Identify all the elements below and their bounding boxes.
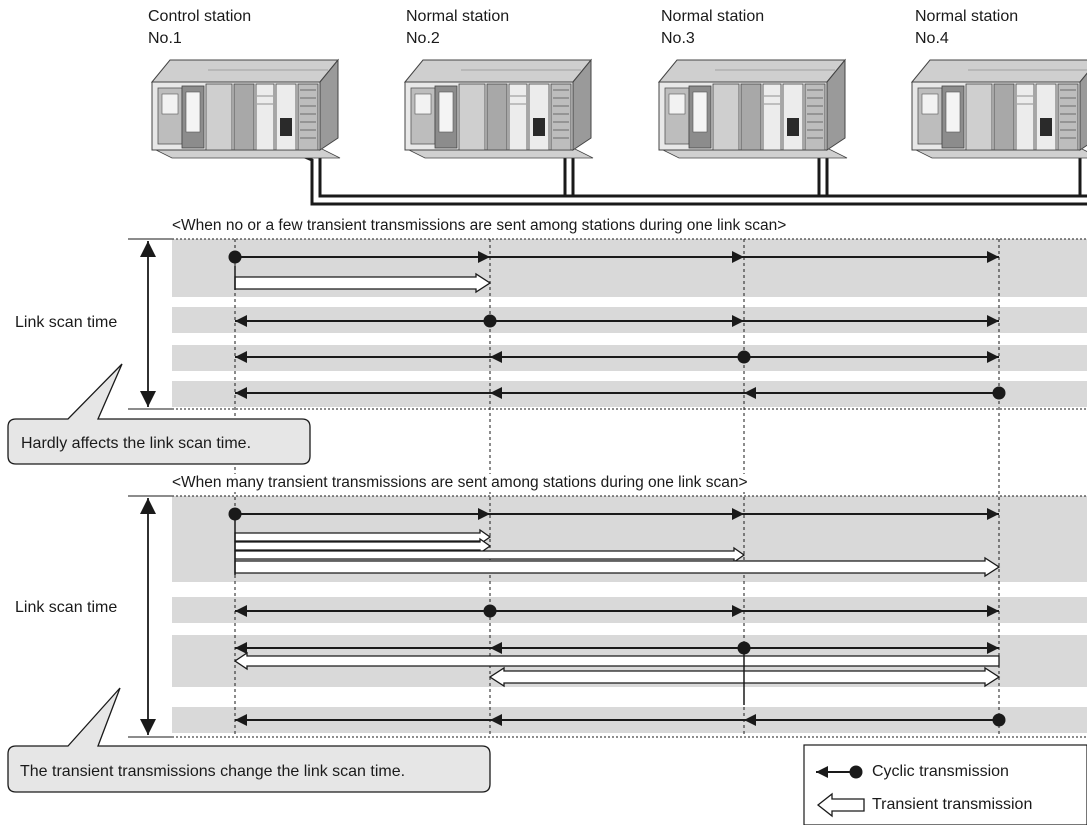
station-2-label: Normal station No.2 — [406, 6, 509, 50]
sec2-row4-cyclic-source-dot — [992, 713, 1006, 727]
station-2-number: No.2 — [406, 30, 440, 47]
station-3-name: Normal station — [661, 8, 765, 25]
legend-graphics — [803, 744, 1087, 825]
sec2-row1-transient-a — [234, 528, 492, 546]
sec2-row1-transient-b — [234, 537, 492, 555]
sec2-row3-transient-a — [233, 651, 1000, 671]
sec1-callout-bubble — [7, 363, 311, 465]
station-3-number: No.3 — [661, 30, 695, 47]
station-1-label: Control station No.1 — [148, 6, 251, 50]
sec2-row3-cyclic-source-dot — [737, 641, 751, 655]
station-4-name: Normal station — [915, 8, 1019, 25]
station-1-number: No.1 — [148, 30, 182, 47]
sec1-row4-cyclic-source-dot — [992, 386, 1006, 400]
legend-cyclic-label: Cyclic transmission — [872, 763, 1009, 780]
sec2-row1-transient-d — [234, 556, 1001, 578]
station-images — [151, 59, 1087, 159]
legend-cyclic-dot — [849, 765, 863, 779]
legend-transient-label: Transient transmission — [872, 796, 1033, 813]
station-1-name: Control station — [148, 8, 252, 25]
sec2-row1-cyclic-source-dot — [228, 507, 242, 521]
sec1-row3-cyclic-source-dot — [737, 350, 751, 364]
plc-station-3 — [658, 59, 848, 159]
link-scan-time-axes — [128, 238, 172, 738]
section-1-title: <When no or a few transient transmission… — [172, 217, 789, 235]
plc-station-4 — [911, 59, 1087, 159]
legend-transient-arrow — [816, 792, 865, 818]
section-2-callout-text: The transient transmissions change the l… — [20, 763, 406, 780]
sec1-row1-cyclic-source-dot — [228, 250, 242, 264]
section-1-side-label: Link scan time — [15, 314, 118, 331]
callout-bubbles — [7, 363, 491, 793]
plc-station-2 — [404, 59, 594, 159]
transmission-arrows — [228, 250, 1006, 727]
plc-station-1 — [151, 59, 341, 159]
sec2-callout-bubble — [7, 687, 491, 793]
section-2-side-label: Link scan time — [15, 599, 118, 616]
section-2-title: <When many transient transmissions are s… — [172, 474, 750, 492]
sec1-row1-transient — [234, 272, 492, 294]
station-3-label: Normal station No.3 — [661, 6, 764, 50]
sec1-row2-cyclic-source-dot — [483, 314, 497, 328]
sec2-row2-cyclic-source-dot — [483, 604, 497, 618]
legend-box — [803, 744, 1087, 825]
station-4-number: No.4 — [915, 30, 949, 47]
station-4-label: Normal station No.4 — [915, 6, 1018, 50]
station-2-name: Normal station — [406, 8, 510, 25]
section-1-callout-text: Hardly affects the link scan time. — [21, 435, 252, 452]
sec2-row1-transient-c — [234, 546, 746, 564]
